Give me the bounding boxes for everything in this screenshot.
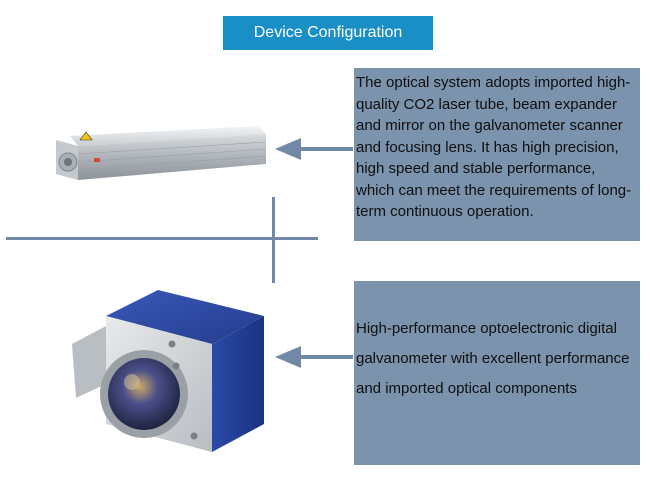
- galvanometer-description: High-performance optoelectronic digital …: [354, 281, 640, 465]
- arrow-left-icon: [275, 138, 353, 160]
- horizontal-divider: [6, 237, 318, 240]
- laser-tube-image: [56, 126, 267, 180]
- page-title: Device Configuration: [223, 16, 433, 50]
- arrow-left-icon: [275, 346, 353, 368]
- vertical-divider: [272, 197, 275, 283]
- galvanometer-image: [72, 290, 264, 452]
- laser-tube-description: The optical system adopts imported high-…: [354, 68, 640, 241]
